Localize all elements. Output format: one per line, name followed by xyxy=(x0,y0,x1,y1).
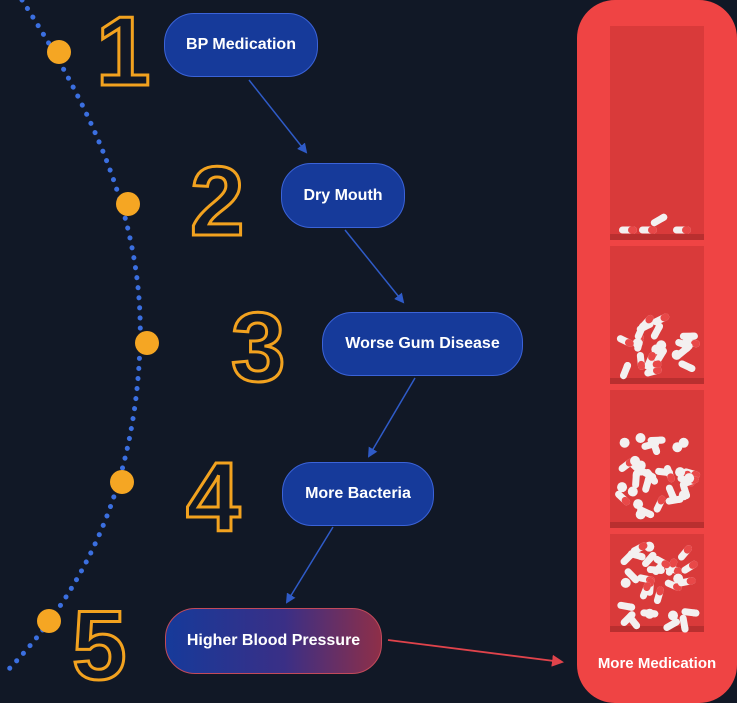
compartment-shelf-4 xyxy=(610,626,704,632)
pill-capsule-icon xyxy=(654,347,667,364)
pill-capsule-icon xyxy=(636,351,645,370)
arrow-4-5 xyxy=(285,526,334,604)
pill-capsule-icon xyxy=(679,614,689,633)
pill-capsule-icon xyxy=(632,470,640,489)
pill-capsule-icon xyxy=(620,611,636,627)
pill-capsule-icon xyxy=(663,464,675,483)
pill-tablet-icon xyxy=(632,338,643,349)
pill-capsule-icon xyxy=(624,568,640,584)
pill-tablet-icon xyxy=(678,490,689,501)
pill-capsule-icon xyxy=(663,618,680,632)
pill-capsule-icon xyxy=(653,586,664,605)
pill-tablet-icon xyxy=(620,577,631,588)
pill-tablet-icon xyxy=(635,433,646,444)
step-pill-more-bacteria: More Bacteria xyxy=(282,462,434,526)
pill-capsule-icon xyxy=(641,440,660,450)
pill-tablet-icon xyxy=(617,482,628,493)
pill-capsule-icon xyxy=(616,335,634,347)
pill-capsule-icon xyxy=(677,577,696,587)
step-number-5: 5 xyxy=(71,590,128,700)
pill-capsule-icon xyxy=(643,360,662,370)
pill-capsule-icon xyxy=(619,226,637,234)
step-number-2: 2 xyxy=(189,146,246,256)
pill-capsule-icon xyxy=(677,545,693,561)
pill-tablet-icon xyxy=(675,467,686,478)
step-pill-bp-medication: BP Medication xyxy=(164,13,318,77)
pill-capsule-icon xyxy=(634,322,647,340)
orange-dot-4 xyxy=(110,470,134,494)
pill-capsule-icon xyxy=(615,490,631,506)
pill-capsule-icon xyxy=(673,226,691,234)
pill-capsule-icon xyxy=(639,468,657,481)
pill-tablet-icon xyxy=(627,486,638,497)
pill-capsule-icon xyxy=(653,495,666,513)
step-number-1: 1 xyxy=(95,0,152,106)
step-number-4: 4 xyxy=(185,442,242,552)
step-pill-worse-gum-disease: Worse Gum Disease xyxy=(322,312,523,376)
pill-tablet-icon xyxy=(667,610,678,621)
pill-tablet-icon xyxy=(630,455,641,466)
compartment-shelf-2 xyxy=(610,378,704,384)
compartment-shelf-1 xyxy=(610,234,704,240)
pill-tablet-icon xyxy=(684,473,695,484)
step-pill-dry-mouth: Dry Mouth xyxy=(281,163,405,228)
pill-capsule-icon xyxy=(640,609,659,618)
pill-capsule-icon xyxy=(646,566,665,574)
pill-capsule-icon xyxy=(619,361,632,380)
compartment-shelf-3 xyxy=(610,522,704,528)
pill-tablet-icon xyxy=(619,437,630,448)
pill-capsule-icon xyxy=(639,582,652,600)
pill-capsule-icon xyxy=(644,366,662,377)
pill-capsule-icon xyxy=(652,313,670,326)
outcome-label: More Medication xyxy=(597,655,717,672)
pill-capsule-icon xyxy=(637,506,655,519)
pill-tablet-icon xyxy=(671,349,682,360)
compartment-1 xyxy=(610,26,704,240)
pill-capsule-icon xyxy=(679,332,698,340)
pill-capsule-icon xyxy=(665,558,678,576)
step-number-3: 3 xyxy=(230,292,287,402)
step-pill-higher-blood-pressure: Higher Blood Pressure xyxy=(165,608,382,674)
pill-tablet-icon xyxy=(678,437,689,448)
pill-capsule-icon xyxy=(653,555,671,569)
pill-capsule-icon xyxy=(681,560,698,574)
pill-capsule-icon xyxy=(650,213,668,227)
pill-capsule-icon xyxy=(681,608,700,617)
dotted-curve xyxy=(5,0,143,673)
pill-capsule-icon xyxy=(678,360,696,373)
pill-capsule-icon xyxy=(617,601,636,611)
arrow-1-2 xyxy=(248,79,308,154)
arrow-5-outcome xyxy=(387,639,564,667)
pill-capsule-icon xyxy=(675,339,693,350)
orange-dot-5 xyxy=(37,609,61,633)
pill-capsule-icon xyxy=(630,542,648,555)
pill-capsule-icon xyxy=(639,226,657,234)
arrow-3-4 xyxy=(367,377,416,458)
orange-dot-3 xyxy=(135,331,159,355)
orange-dot-2 xyxy=(116,192,140,216)
orange-dot-1 xyxy=(47,40,71,64)
arrow-2-3 xyxy=(344,229,405,304)
